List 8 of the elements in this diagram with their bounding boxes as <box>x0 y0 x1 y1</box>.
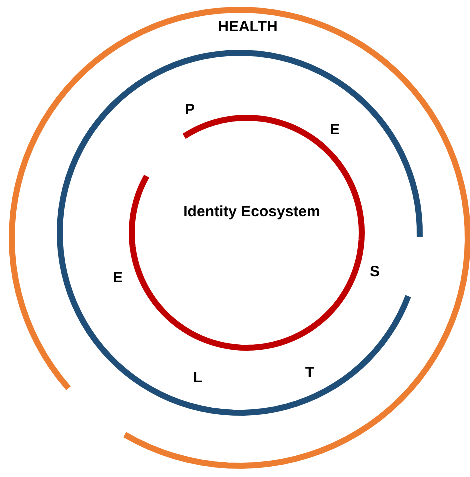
ring-letter: P <box>185 102 195 118</box>
ring-letter: S <box>370 264 380 280</box>
ring-letter: L <box>193 370 203 386</box>
ring-title: HEALTH <box>218 18 278 36</box>
ring-letter: E <box>113 270 123 286</box>
center-title: Identity Ecosystem <box>184 204 320 220</box>
ring-letter: T <box>305 364 315 382</box>
ring-letter: E <box>330 122 340 138</box>
